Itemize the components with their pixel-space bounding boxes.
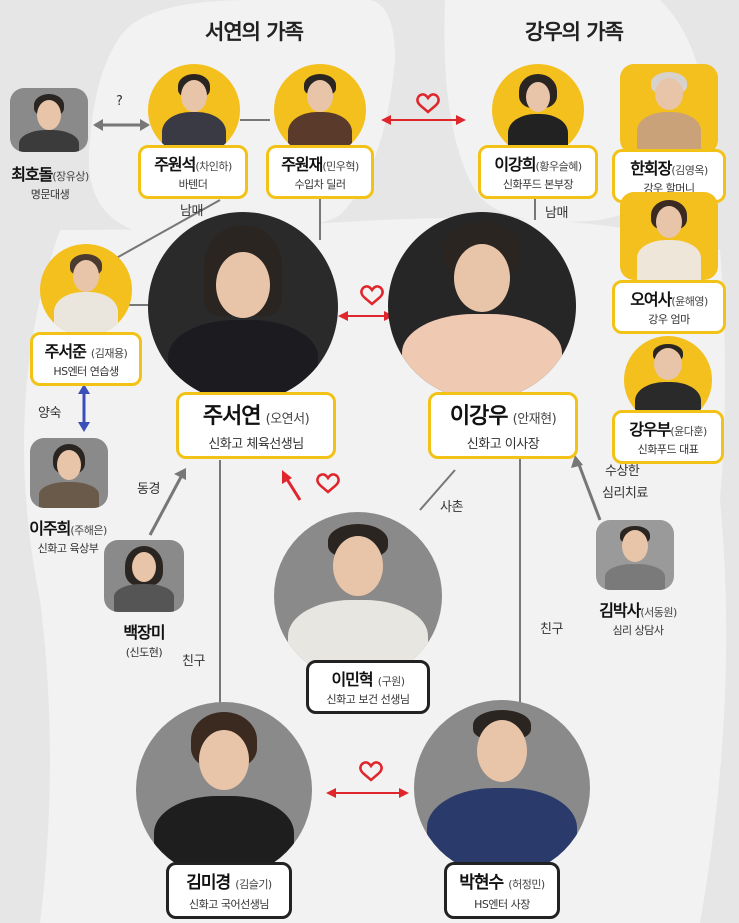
avatar bbox=[30, 438, 108, 508]
actor-name: (구원) bbox=[377, 675, 405, 688]
actor-name: (황우슬혜) bbox=[535, 160, 583, 173]
actor-name: (윤다훈) bbox=[670, 425, 707, 438]
avatar bbox=[40, 244, 132, 336]
actor-name: (차인하) bbox=[195, 160, 232, 173]
character-role: 심리 상담사 bbox=[612, 624, 664, 637]
character-role: 신화푸드 대표 bbox=[637, 443, 699, 456]
love-label: 양숙 bbox=[38, 406, 61, 421]
friend-label-right: 친구 bbox=[540, 622, 563, 637]
siblings-label-left: 남매 bbox=[180, 204, 203, 219]
character-role: 바텐더 bbox=[178, 178, 208, 191]
actor-name: (서동원) bbox=[640, 606, 677, 619]
character-name: 주서연 bbox=[202, 404, 262, 429]
actor-name: (민우혁) bbox=[322, 160, 359, 173]
character-role: 신화고 육상부 bbox=[37, 542, 99, 555]
character-name: 김박사 bbox=[599, 601, 641, 620]
suspicious-label: 수상한 bbox=[605, 464, 640, 479]
character-name: 이강희 bbox=[494, 155, 536, 174]
avatar bbox=[274, 512, 442, 680]
avatar bbox=[620, 192, 718, 280]
avatar bbox=[148, 64, 240, 156]
character-role: HS엔터 사장 bbox=[474, 898, 530, 911]
heart-icon bbox=[359, 761, 383, 782]
therapy-label: 심리치료 bbox=[602, 486, 648, 501]
character-name: 강우부 bbox=[629, 420, 671, 439]
character-role: 강우 엄마 bbox=[648, 313, 690, 326]
avatar bbox=[620, 64, 718, 154]
character-role: HS엔터 연습생 bbox=[53, 365, 119, 378]
character-role: 신화고 국어선생님 bbox=[189, 898, 269, 911]
character-role: 명문대생 bbox=[30, 188, 70, 201]
avatar bbox=[136, 702, 312, 878]
arrows bbox=[78, 115, 602, 798]
character-name: 주원석 bbox=[154, 155, 196, 174]
actor-name: (허정민) bbox=[508, 878, 545, 891]
character-name: 주원재 bbox=[281, 155, 323, 174]
avatar bbox=[274, 64, 366, 156]
hearts bbox=[316, 93, 440, 782]
question-label: ? bbox=[116, 94, 123, 109]
actor-name: (오연서) bbox=[265, 412, 310, 427]
character-name: 이주희 bbox=[29, 519, 71, 538]
friend-label-left: 친구 bbox=[182, 654, 205, 669]
avatar bbox=[596, 520, 674, 590]
actor-name: (신도현) bbox=[125, 646, 163, 659]
colleague-label: 동경 bbox=[137, 482, 160, 497]
character-name: 김미경 bbox=[186, 873, 231, 893]
avatar bbox=[388, 212, 576, 400]
actor-name: (주해은) bbox=[70, 524, 107, 537]
siblings-label-right: 남매 bbox=[545, 206, 568, 221]
actor-name: (김재용) bbox=[90, 347, 128, 360]
character-name: 주서준 bbox=[44, 342, 87, 361]
character-role: 수입차 딜러 bbox=[294, 178, 346, 191]
left-family-title: 서연의 가족 bbox=[205, 20, 304, 44]
avatar bbox=[10, 88, 88, 152]
actor-name: (김영옥) bbox=[671, 164, 708, 177]
character-role: 강우 할머니 bbox=[643, 182, 695, 195]
character-role: 신화고 보건 선생님 bbox=[326, 693, 410, 706]
connector-lines bbox=[94, 119, 536, 710]
actor-name: (윤해영) bbox=[671, 295, 708, 308]
character-role: 신화푸드 본부장 bbox=[502, 178, 574, 191]
character-name: 이민혁 bbox=[331, 670, 373, 689]
heart-icon bbox=[416, 93, 440, 114]
avatar bbox=[414, 700, 590, 876]
cousin-label: 사촌 bbox=[440, 500, 463, 515]
right-family-title: 강우의 가족 bbox=[525, 20, 624, 44]
heart-icon bbox=[316, 473, 340, 494]
character-role: 신화고 체육선생님 bbox=[208, 437, 304, 452]
actor-name: (안재현) bbox=[512, 412, 557, 427]
character-name: 백장미 bbox=[123, 623, 165, 642]
actor-name: (장유상) bbox=[52, 170, 89, 183]
actor-name: (김슬기) bbox=[235, 878, 272, 891]
character-name: 오여사 bbox=[630, 290, 672, 309]
avatar bbox=[492, 64, 584, 156]
heart-icon bbox=[360, 285, 384, 306]
character-role: 신화고 이사장 bbox=[466, 437, 540, 452]
character-name: 최호돌 bbox=[11, 165, 53, 184]
character-name: 박현수 bbox=[459, 873, 504, 893]
avatar bbox=[104, 540, 184, 612]
character-name: 이강우 bbox=[449, 404, 509, 429]
avatar bbox=[148, 212, 338, 402]
character-name: 한회장 bbox=[630, 159, 672, 178]
